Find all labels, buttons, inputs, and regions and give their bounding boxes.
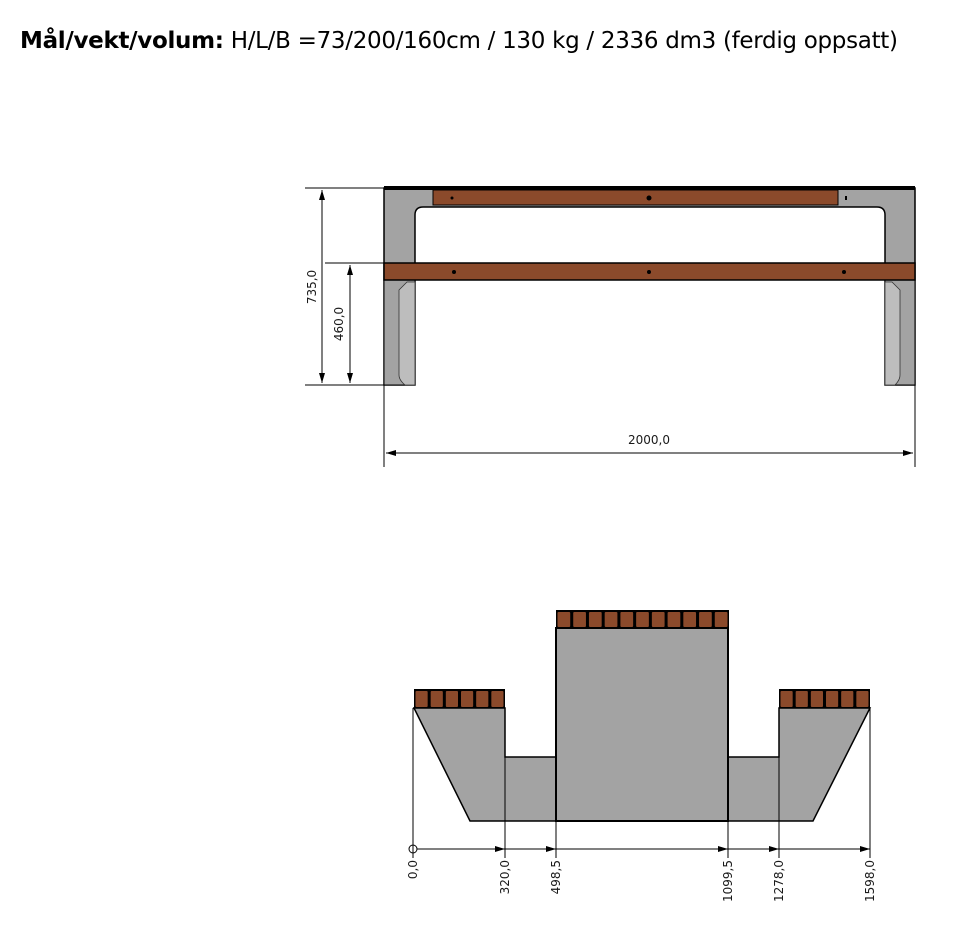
dim-offset-label: 320,0 (498, 860, 512, 894)
dim-length: 2000,0 (628, 433, 670, 447)
dim-offset-label: 498,5 (549, 860, 563, 894)
wood-slat (636, 612, 649, 627)
wood-slat (445, 691, 458, 707)
wood-slat (430, 691, 443, 707)
wood-slat (620, 612, 634, 627)
dim-offset-label: 1598,0 (863, 860, 877, 902)
front-frame (383, 187, 916, 386)
dim-offset-label: 1278,0 (772, 860, 786, 902)
wood-slat (588, 612, 602, 627)
wood-slat (795, 691, 808, 707)
side-view: 0,0 320,0 498,5 1099,5 1278,0 1598,0 (406, 610, 877, 902)
spec-label: Mål/vekt/volum: (20, 28, 224, 54)
wood-slat (461, 691, 474, 707)
wood-slat (841, 691, 854, 707)
wood-slat (604, 612, 618, 627)
wood-slat (683, 612, 697, 627)
wood-slat (557, 612, 571, 627)
front-view: 735,0 460,0 2000,0 (305, 186, 916, 467)
side-right-seat (727, 707, 872, 822)
wood-slat (476, 691, 489, 707)
spec-value: H/L/B =73/200/160cm / 130 kg / 2336 dm3 … (223, 28, 898, 54)
wood-slat (714, 612, 728, 627)
dim-offset-label: 0,0 (406, 860, 420, 879)
dim-seat-height: 460,0 (332, 307, 346, 341)
wood-slat (826, 691, 839, 707)
wood-slat (651, 612, 665, 627)
top-board (432, 189, 839, 206)
wood-slat (491, 691, 504, 707)
wood-slat (667, 612, 681, 627)
spec-title: Mål/vekt/volum: H/L/B =73/200/160cm / 13… (20, 28, 898, 54)
wood-slat (780, 691, 793, 707)
wood-slat (573, 612, 586, 627)
dim-height-total: 735,0 (305, 270, 319, 304)
wood-slat (415, 691, 428, 707)
side-table (555, 627, 729, 822)
dim-offset-label: 1099,5 (721, 860, 735, 902)
wood-slat (810, 691, 823, 707)
side-left-seat (412, 707, 557, 822)
wood-slat (699, 612, 712, 627)
wood-slat (856, 691, 869, 707)
